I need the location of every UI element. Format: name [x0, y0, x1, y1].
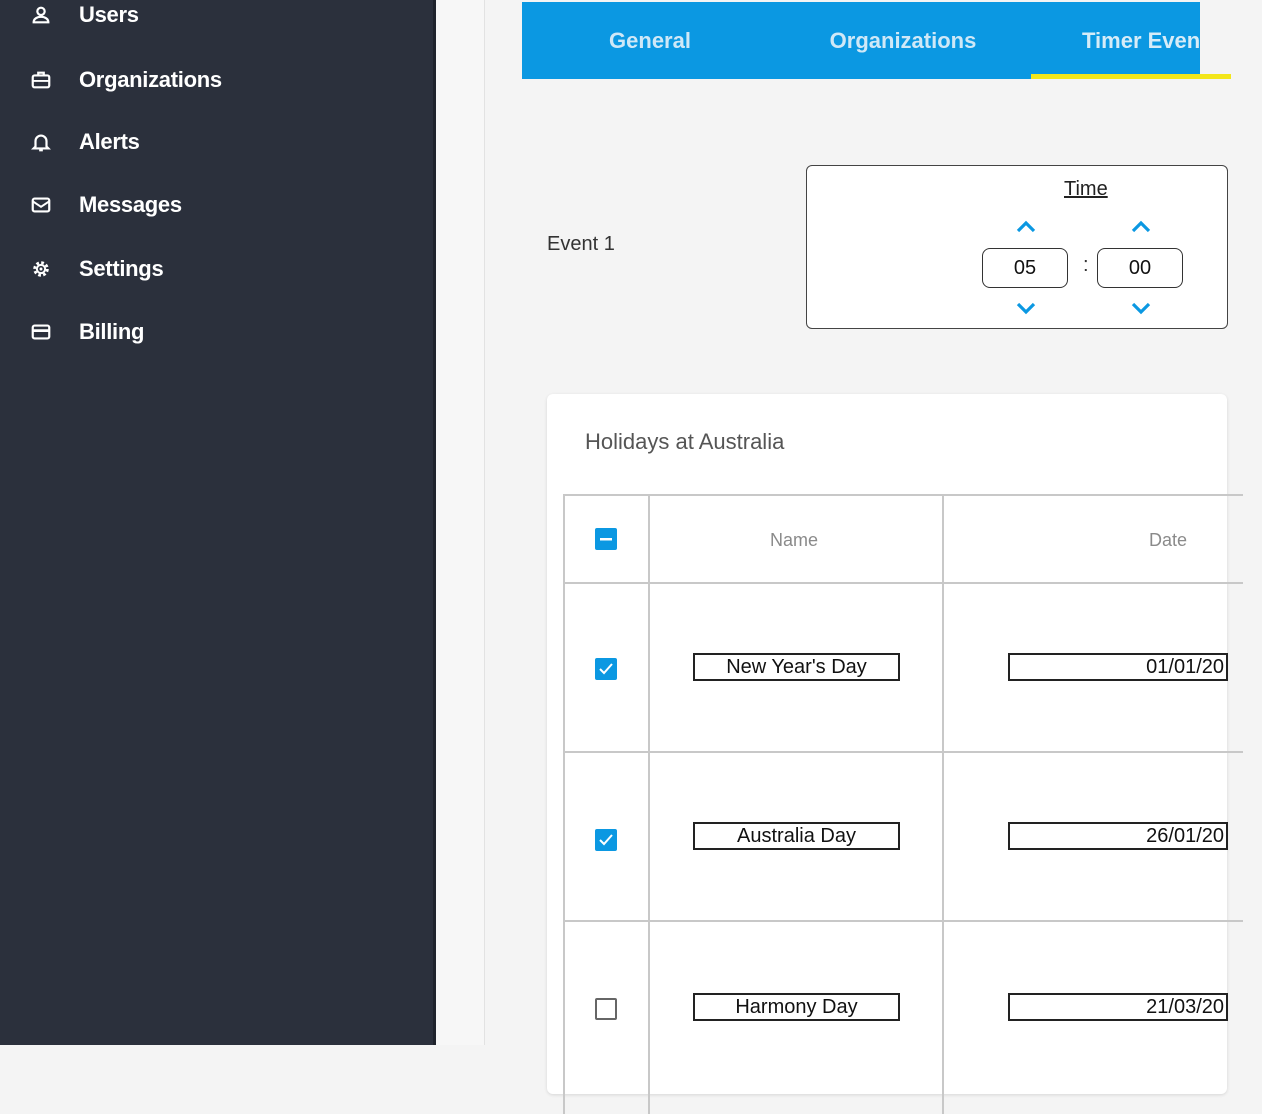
row-checkbox[interactable]	[595, 658, 617, 680]
holiday-name-input[interactable]: Harmony Day	[693, 993, 900, 1021]
event-label: Event 1	[547, 233, 615, 255]
minus-icon	[600, 538, 612, 541]
checkmark-icon	[599, 663, 613, 675]
sidebar-item-label: Messages	[79, 192, 182, 217]
tab-bar: General Organizations Timer Even	[522, 2, 1231, 79]
holiday-name-input[interactable]: Australia Day	[693, 822, 900, 850]
select-all-checkbox[interactable]	[595, 528, 617, 550]
table-border	[942, 494, 944, 1114]
sidebar-item-messages[interactable]: Messages	[0, 185, 433, 225]
envelope-icon	[28, 192, 54, 218]
gear-icon	[28, 256, 54, 282]
column-header-date[interactable]: Date	[1149, 530, 1188, 550]
briefcase-icon	[28, 67, 54, 93]
table-border	[563, 494, 565, 1114]
content-gutter	[436, 0, 485, 1045]
bell-icon	[28, 129, 54, 155]
table-border	[563, 920, 1243, 922]
holidays-card: Holidays at Australia Name Date New Year…	[547, 394, 1243, 1114]
time-separator: :	[1083, 254, 1089, 276]
credit-card-icon	[28, 319, 54, 345]
holiday-date-input[interactable]: 26/01/20	[1008, 822, 1228, 850]
table-border	[563, 494, 1243, 496]
hour-decrement-chevron-down-icon[interactable]	[1015, 301, 1037, 317]
sidebar-item-users[interactable]: Users	[0, 0, 433, 35]
sidebar-divider	[433, 0, 436, 1045]
time-title: Time	[1064, 178, 1108, 200]
sidebar-item-label: Users	[79, 2, 139, 27]
holiday-name-input[interactable]: New Year's Day	[693, 653, 900, 681]
tab-general[interactable]: General	[609, 27, 691, 53]
sidebar-item-settings[interactable]: Settings	[0, 249, 433, 289]
row-checkbox[interactable]	[595, 829, 617, 851]
user-icon	[28, 2, 54, 28]
sidebar-item-organizations[interactable]: Organizations	[0, 60, 433, 100]
sidebar: Users Organizations Alerts Messages Sett…	[0, 0, 433, 1045]
table-border	[648, 494, 650, 1114]
sidebar-item-alerts[interactable]: Alerts	[0, 122, 433, 162]
table-border	[563, 751, 1243, 753]
minute-increment-chevron-up-icon[interactable]	[1130, 218, 1152, 234]
table-border	[563, 582, 1243, 584]
hour-increment-chevron-up-icon[interactable]	[1015, 218, 1037, 234]
active-tab-indicator	[1031, 74, 1231, 79]
sidebar-item-billing[interactable]: Billing	[0, 312, 433, 352]
row-checkbox[interactable]	[595, 998, 617, 1020]
minutes-input[interactable]: 00	[1097, 248, 1183, 288]
holiday-date-input[interactable]: 01/01/20	[1008, 653, 1228, 681]
tab-timer-events[interactable]: Timer Even	[1082, 27, 1201, 53]
hours-input[interactable]: 05	[982, 248, 1068, 288]
sidebar-item-label: Settings	[79, 256, 164, 281]
column-header-name[interactable]: Name	[770, 530, 819, 550]
tab-organizations[interactable]: Organizations	[829, 27, 977, 53]
sidebar-item-label: Billing	[79, 319, 145, 344]
time-picker: Time 05 : 00	[806, 165, 1228, 329]
minute-decrement-chevron-down-icon[interactable]	[1130, 301, 1152, 317]
holidays-table: Name Date New Year's Day 01/01/20 Austra…	[563, 494, 1243, 1114]
sidebar-item-label: Alerts	[79, 129, 140, 154]
holiday-date-input[interactable]: 21/03/20	[1008, 993, 1228, 1021]
checkmark-icon	[599, 834, 613, 846]
sidebar-item-label: Organizations	[79, 67, 222, 92]
holidays-title: Holidays at Australia	[585, 429, 785, 454]
